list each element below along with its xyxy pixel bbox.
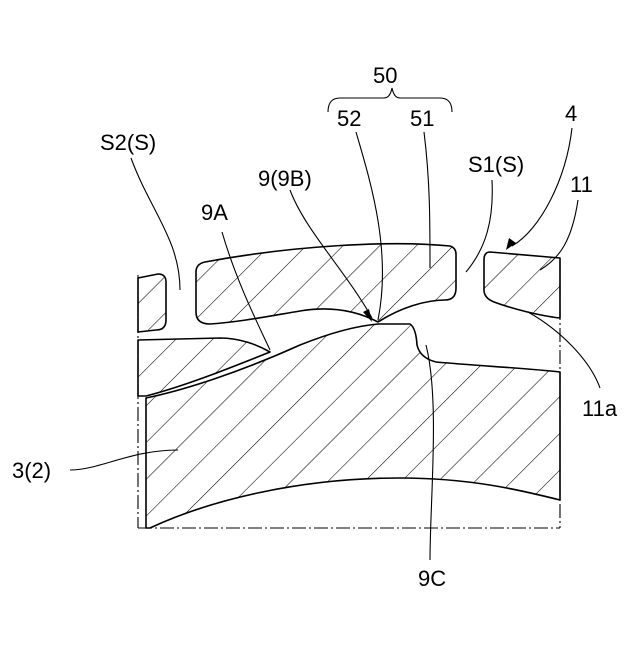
label-3: 3(2) (12, 458, 51, 483)
label-9: 9(9B) (258, 166, 312, 191)
label-s1: S1(S) (468, 152, 524, 177)
label-52: 52 (337, 106, 361, 131)
leader-s2 (131, 158, 180, 290)
label-51: 51 (410, 106, 434, 131)
land-block-51 (196, 244, 456, 324)
label-11a: 11a (582, 396, 618, 421)
arrow-4-icon (506, 238, 516, 250)
labels: 50 52 51 4 S2(S) S1(S) 9(9B) 11 9A 11a 3… (12, 63, 618, 591)
leader-4 (512, 128, 572, 246)
label-50: 50 (373, 63, 397, 88)
rib-11 (484, 252, 560, 318)
label-9c: 9C (418, 566, 446, 591)
label-4: 4 (565, 101, 577, 126)
label-9a: 9A (201, 200, 228, 225)
label-11: 11 (570, 172, 593, 197)
left-land-piece (138, 274, 166, 332)
label-s2: S2(S) (100, 130, 156, 155)
